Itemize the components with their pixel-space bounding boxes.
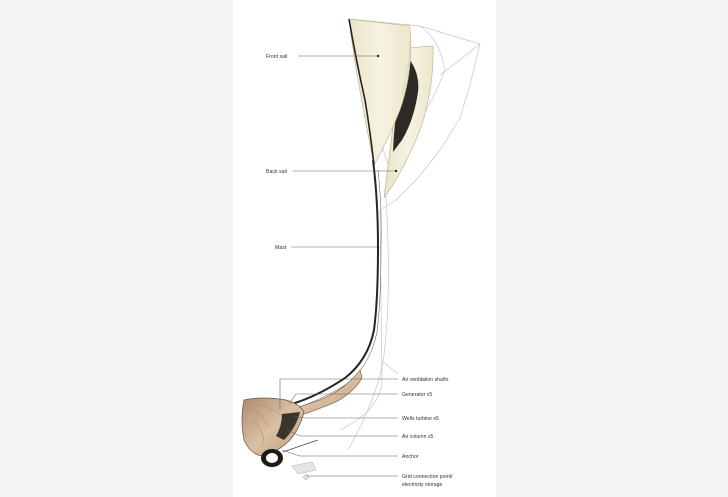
label-mast: Mast — [275, 245, 287, 251]
right-margin-panel — [496, 0, 728, 497]
label-anchor: Anchor — [402, 454, 419, 460]
label-front-sail: Front sail — [266, 54, 287, 60]
right-callouts — [279, 378, 398, 477]
label-grid-connection-line2: electricity storage — [402, 482, 442, 488]
label-generator: Generator x5 — [402, 392, 432, 398]
base-structure — [241, 369, 363, 480]
grid-connection-box — [291, 461, 317, 475]
left-callouts — [291, 54, 398, 249]
label-air-ventilation-shafts: Air ventilation shafts — [402, 377, 449, 383]
label-air-column: Air column x5 — [402, 434, 434, 440]
left-margin-panel — [0, 0, 233, 497]
label-grid-connection-line1: Grid connection point/ — [402, 474, 453, 480]
mast — [291, 159, 382, 409]
label-wells-turbine: Wells turbine x5 — [402, 416, 439, 422]
back-sail-dark-panel — [393, 60, 419, 152]
label-back-sail: Back sail — [266, 169, 287, 175]
